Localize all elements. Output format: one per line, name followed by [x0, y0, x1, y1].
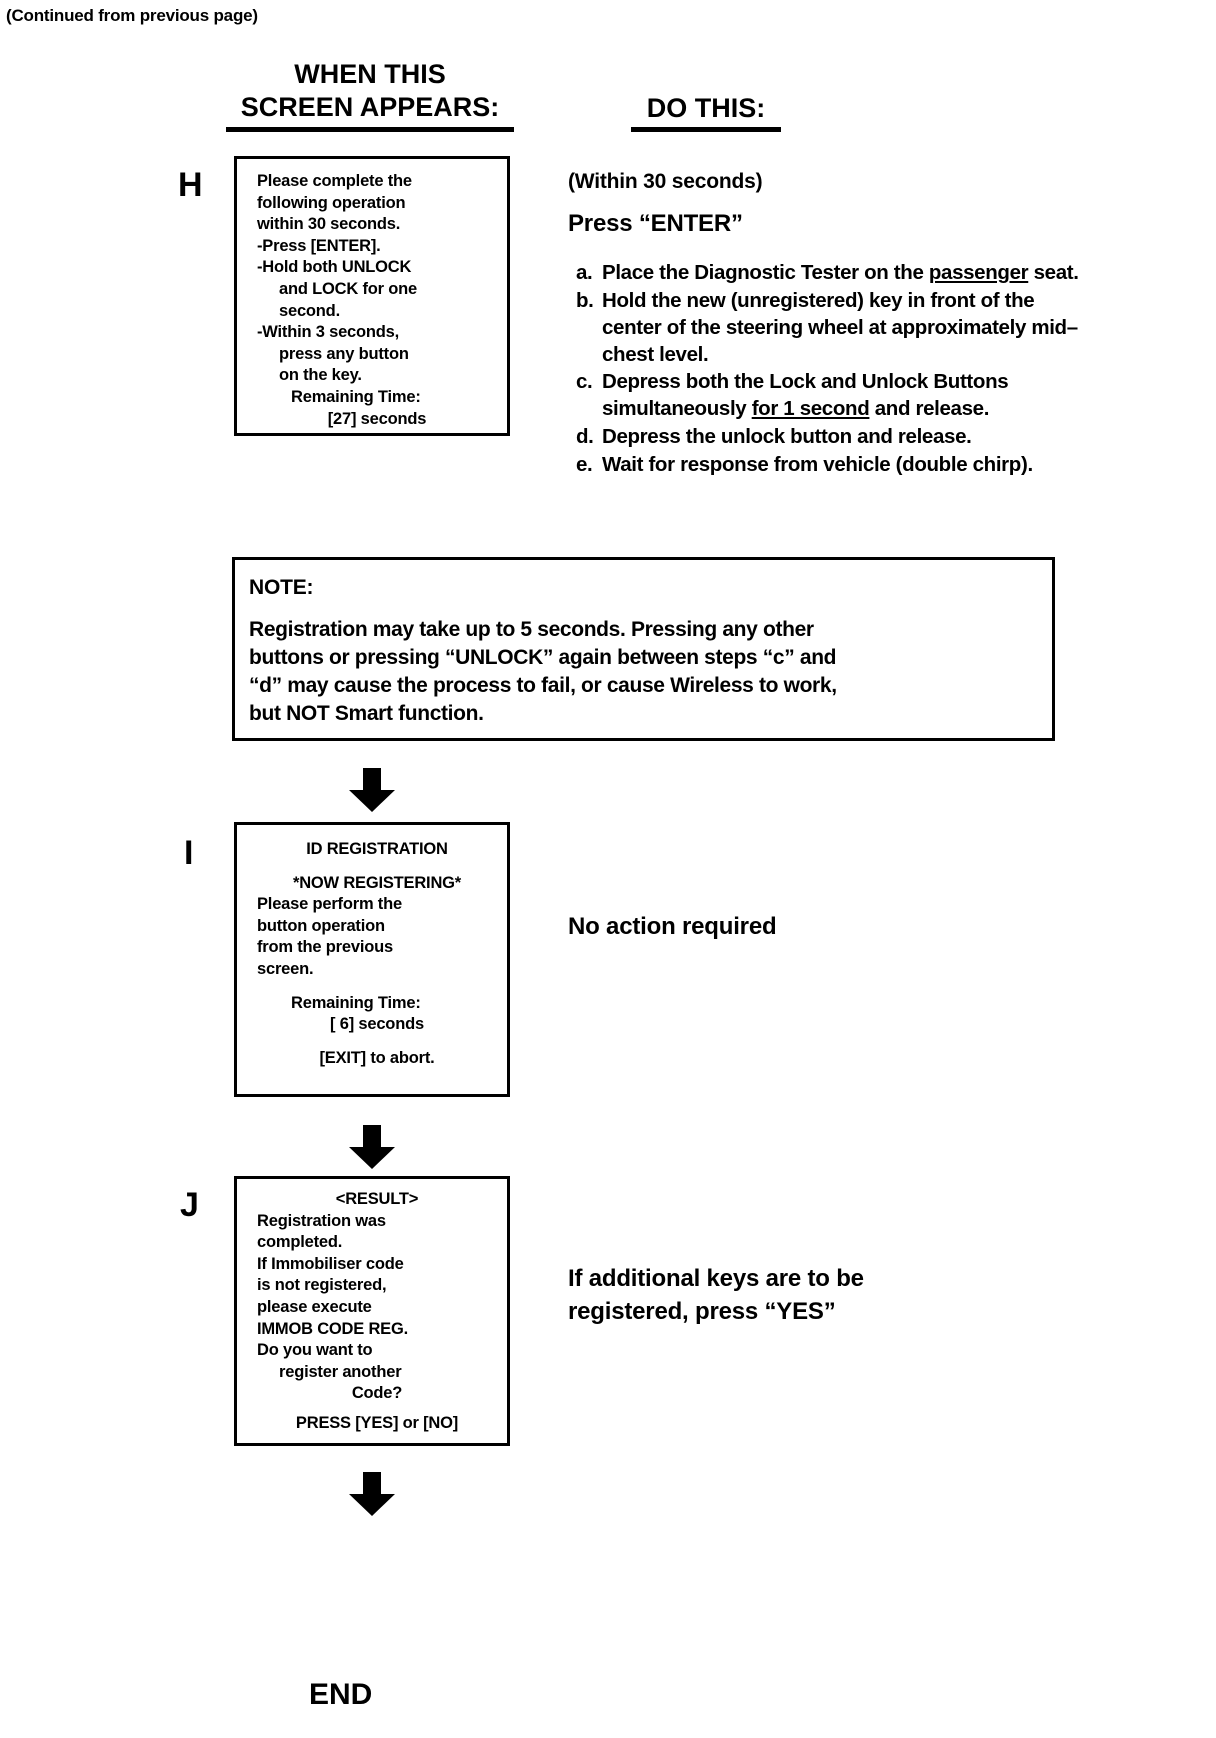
screen-h-line-2: following operation [257, 193, 406, 212]
screen-i-line-2: button operation [257, 916, 385, 935]
instruction-step-text: Place the Diagnostic Tester on the passe… [602, 260, 1096, 287]
instruction-step-b: b. Hold the new (unregistered) key in fro… [576, 288, 1096, 369]
flow-arrow-down-icon-2 [349, 1125, 395, 1169]
instruction-step-marker: b. [576, 288, 594, 312]
note-box: NOTE: Registration may take up to 5 seco… [232, 557, 1055, 741]
screen-h-bullet-3: and LOCK for one [279, 280, 417, 299]
instruction-timing: (Within 30 seconds) [568, 170, 763, 193]
instruction-step-text: Wait for response from vehicle (double c… [602, 452, 1096, 479]
screen-i-title: ID REGISTRATION [306, 840, 448, 858]
note-line-2: buttons or pressing “UNLOCK” again betwe… [249, 645, 837, 669]
instruction-step-fragment: and release. [869, 397, 990, 421]
instruction-additional-keys: If additional keys are to be registered,… [568, 1262, 988, 1328]
note-body: Registration may take up to 5 seconds. P… [249, 616, 1038, 728]
note-line-3: “d” may cause the process to fail, or ca… [249, 673, 837, 697]
screen-j-title: <RESULT> [335, 1190, 419, 1208]
instruction-step-marker: d. [576, 425, 594, 449]
screen-j-line-6: IMMOB CODE REG. [257, 1319, 409, 1338]
screen-box-h: Please complete the following operation … [234, 156, 510, 436]
screen-j-indent-line-2: Code? [351, 1384, 403, 1403]
instruction-additional-keys-line1: If additional keys are to be [568, 1265, 864, 1292]
screen-i-abort: [EXIT] to abort. [319, 1048, 435, 1067]
column-header-when-this-screen-appears: WHEN THIS SCREEN APPEARS: [210, 58, 530, 132]
screen-i-line-3: from the previous [257, 938, 393, 957]
screen-h-line-3: within 30 seconds. [257, 215, 401, 234]
step-letter-i: I [184, 834, 194, 872]
screen-j-line-3: If Immobiliser code [257, 1254, 404, 1273]
screen-i-line-4: screen. [257, 960, 314, 979]
instruction-step-text: Depress both the Lock and Unlock Buttons… [602, 369, 1096, 423]
instruction-step-text: Hold the new (unregistered) key in front… [602, 288, 1096, 369]
step-letter-j: J [180, 1186, 199, 1224]
screen-j-line-7: Do you want to [257, 1341, 373, 1360]
flow-arrow-down-icon-1 [349, 768, 395, 812]
screen-i-status: *NOW REGISTERING* [292, 873, 462, 892]
note-title: NOTE: [249, 576, 314, 599]
instruction-step-fragment: Place the Diagnostic Tester on the [602, 261, 929, 284]
continued-note: (Continued from previous page) [6, 6, 258, 25]
instruction-step-emphasis: for 1 second [751, 397, 870, 421]
screen-h-bullet-1: -Press [ENTER]. [257, 236, 381, 255]
instruction-step-c: c. Depress both the Lock and Unlock Butto… [576, 369, 1096, 423]
instruction-step-marker: a. [576, 261, 593, 284]
column-header-do-this-underline [631, 127, 781, 133]
instruction-additional-keys-line2: registered, press “YES” [568, 1298, 836, 1326]
screen-h-remaining-label: Remaining Time: [291, 388, 421, 407]
screen-j-line-5: please execute [257, 1298, 372, 1317]
screen-h-bullet-2: -Hold both UNLOCK [257, 258, 412, 277]
instruction-step-fragment: Depress the unlock button and release. [602, 425, 972, 449]
screen-h-remaining-value: [27] seconds [327, 409, 427, 428]
step-letter-h: H [178, 166, 203, 204]
instruction-step-emphasis: passenger [928, 261, 1029, 284]
instruction-step-fragment: Depress both the Lock and Unlock Buttons… [602, 370, 1009, 421]
screen-j-line-1: Registration was [257, 1211, 386, 1230]
screen-box-i: ID REGISTRATION *NOW REGISTERING* Please… [234, 822, 510, 1097]
screen-i-spacer-3 [257, 1036, 497, 1048]
instruction-step-text: Depress the unlock button and release. [602, 424, 1096, 451]
instruction-step-list: a. Place the Diagnostic Tester on the pas… [576, 260, 1096, 480]
instruction-step-marker: e. [576, 452, 593, 476]
instruction-step-e: e. Wait for response from vehicle (double… [576, 452, 1096, 479]
screen-i-line-1: Please perform the [257, 895, 402, 914]
screen-h-line-1: Please complete the [257, 172, 412, 190]
instruction-step-marker: c. [576, 370, 593, 394]
instruction-step-fragment: Wait for response from vehicle (double c… [602, 452, 1033, 476]
column-header-line2: SCREEN APPEARS: [240, 92, 500, 123]
instruction-step-d: d. Depress the unlock button and release. [576, 424, 1096, 451]
screen-box-j: <RESULT> Registration was completed. If … [234, 1176, 510, 1446]
instruction-step-fragment: Hold the new (unregistered) key in front… [602, 288, 1078, 366]
screen-j-prompt: PRESS [YES] or [NO] [295, 1414, 459, 1433]
note-line-4: but NOT Smart function. [249, 701, 484, 725]
instruction-step-fragment: seat. [1028, 261, 1079, 284]
screen-j-line-2: completed. [257, 1233, 343, 1252]
screen-h-bullet-5: -Within 3 seconds, [257, 323, 400, 342]
screen-i-remaining-label: Remaining Time: [291, 993, 421, 1012]
note-line-1: Registration may take up to 5 seconds. P… [249, 618, 814, 641]
screen-i-spacer-2 [257, 981, 497, 993]
screen-j-line-4: is not registered, [257, 1276, 387, 1295]
flow-end-label: END [309, 1678, 373, 1711]
instruction-step-a: a. Place the Diagnostic Tester on the pas… [576, 260, 1096, 287]
screen-j-spacer [257, 1405, 497, 1413]
flow-arrow-down-icon-3 [349, 1472, 395, 1516]
column-header-do-this-text: DO THIS: [646, 93, 766, 123]
screen-i-spacer-1 [257, 861, 497, 873]
screen-h-bullet-6: press any button [279, 344, 409, 363]
screen-i-remaining-value: [ 6] seconds [330, 1015, 424, 1034]
instruction-no-action: No action required [568, 913, 777, 940]
column-header-line1: WHEN THIS [294, 59, 446, 89]
screen-h-bullet-4: second. [279, 301, 340, 320]
column-header-do-this: DO THIS: [596, 92, 816, 133]
screen-j-indent-line-1: register another [279, 1362, 402, 1381]
column-header-underline [226, 126, 514, 132]
screen-h-bullet-7: on the key. [279, 366, 362, 385]
instruction-press-enter: Press “ENTER” [568, 210, 743, 237]
